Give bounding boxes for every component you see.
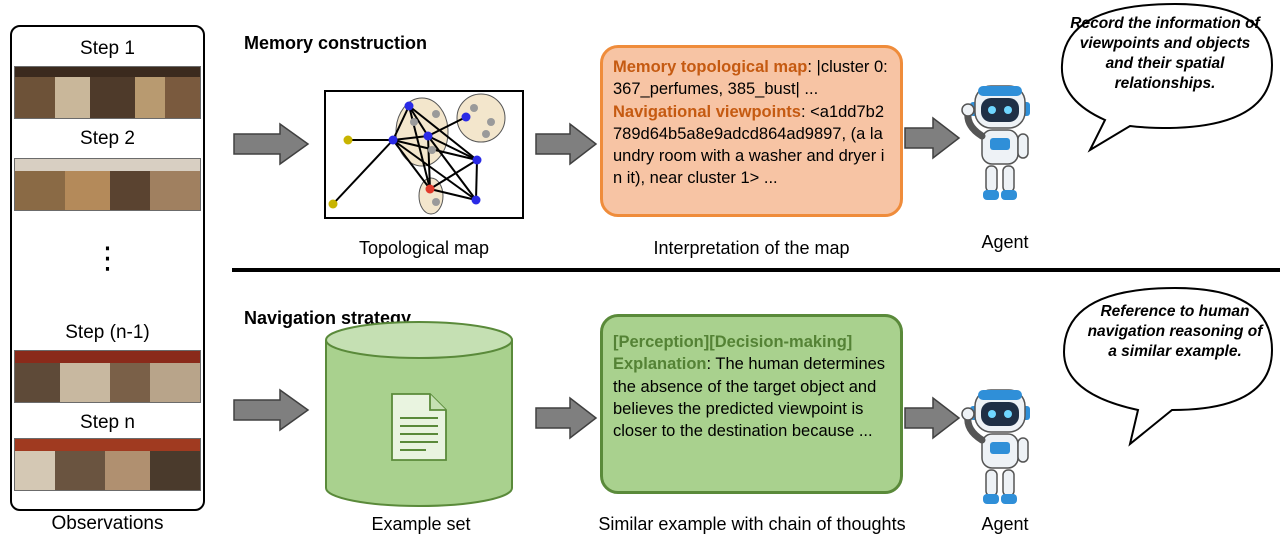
step-2-label: Step 2: [80, 128, 135, 149]
arrow-obs-to-db: [233, 388, 310, 432]
explanation-label: Explanation: [613, 355, 707, 374]
arrow-interp-to-agent: [904, 116, 961, 160]
ellipsis-vertical: ⋮: [92, 242, 123, 275]
topological-map-caption: Topological map: [358, 238, 490, 258]
step-1-panorama: [14, 66, 201, 119]
step-n-panorama: [14, 438, 201, 491]
bubble-text-bottom: Reference to human navigation reasoning …: [1087, 303, 1263, 361]
arrow-example-to-agent: [904, 396, 961, 440]
step-n-label: Step n: [80, 412, 135, 433]
robot-agent-icon-bottom: [961, 389, 1030, 504]
explanation-text: : The human determines the absence of th…: [613, 355, 886, 441]
interpretation-caption: Interpretation of the map: [653, 238, 850, 258]
similar-example-caption: Similar example with chain of thoughts: [598, 514, 906, 534]
agent-caption-top: Agent: [981, 232, 1029, 252]
arrow-obs-to-map: [233, 122, 310, 166]
observations-caption: Observations: [51, 513, 164, 534]
viewpoints-label: Navigational viewpoints: [613, 102, 801, 121]
step-1-label: Step 1: [80, 38, 135, 59]
memory-map-text: : |cluster 0: 367_perfumes, 385_bust| ..…: [613, 58, 888, 99]
speech-bubble-top: [1060, 2, 1274, 153]
map-interpretation-box: Memory topological map: |cluster 0: 367_…: [600, 45, 903, 217]
robot-agent-icon: [961, 85, 1030, 200]
bubble-text-top: Record the information of viewpoints and…: [1070, 15, 1260, 93]
navigation-section-title: Navigation strategy: [244, 308, 412, 328]
memory-map-label: Memory topological map: [613, 58, 808, 76]
step-n-minus-1-label: Step (n-1): [65, 322, 150, 343]
memory-section-title: Memory construction: [244, 33, 428, 53]
example-tags: [Perception][Decision-making]: [613, 333, 853, 351]
observations-panel: [10, 25, 205, 511]
agent-caption-bottom: Agent: [981, 514, 1029, 534]
step-n-minus-1-panorama: [14, 350, 201, 403]
section-divider: [232, 268, 1280, 272]
topological-map: [324, 90, 524, 219]
step-2-panorama: [14, 158, 201, 211]
example-set-caption: Example set: [371, 514, 471, 534]
similar-example-box: [Perception][Decision-making] Explanatio…: [600, 314, 903, 494]
arrow-db-to-example: [535, 396, 598, 440]
arrow-map-to-interp: [535, 122, 598, 166]
speech-bubble-bottom: [1062, 286, 1274, 447]
viewpoints-text: : <a1dd7b2789d64b5a8e9adcd864ad9897, (a …: [613, 102, 885, 188]
example-set-database-icon: [325, 321, 513, 507]
